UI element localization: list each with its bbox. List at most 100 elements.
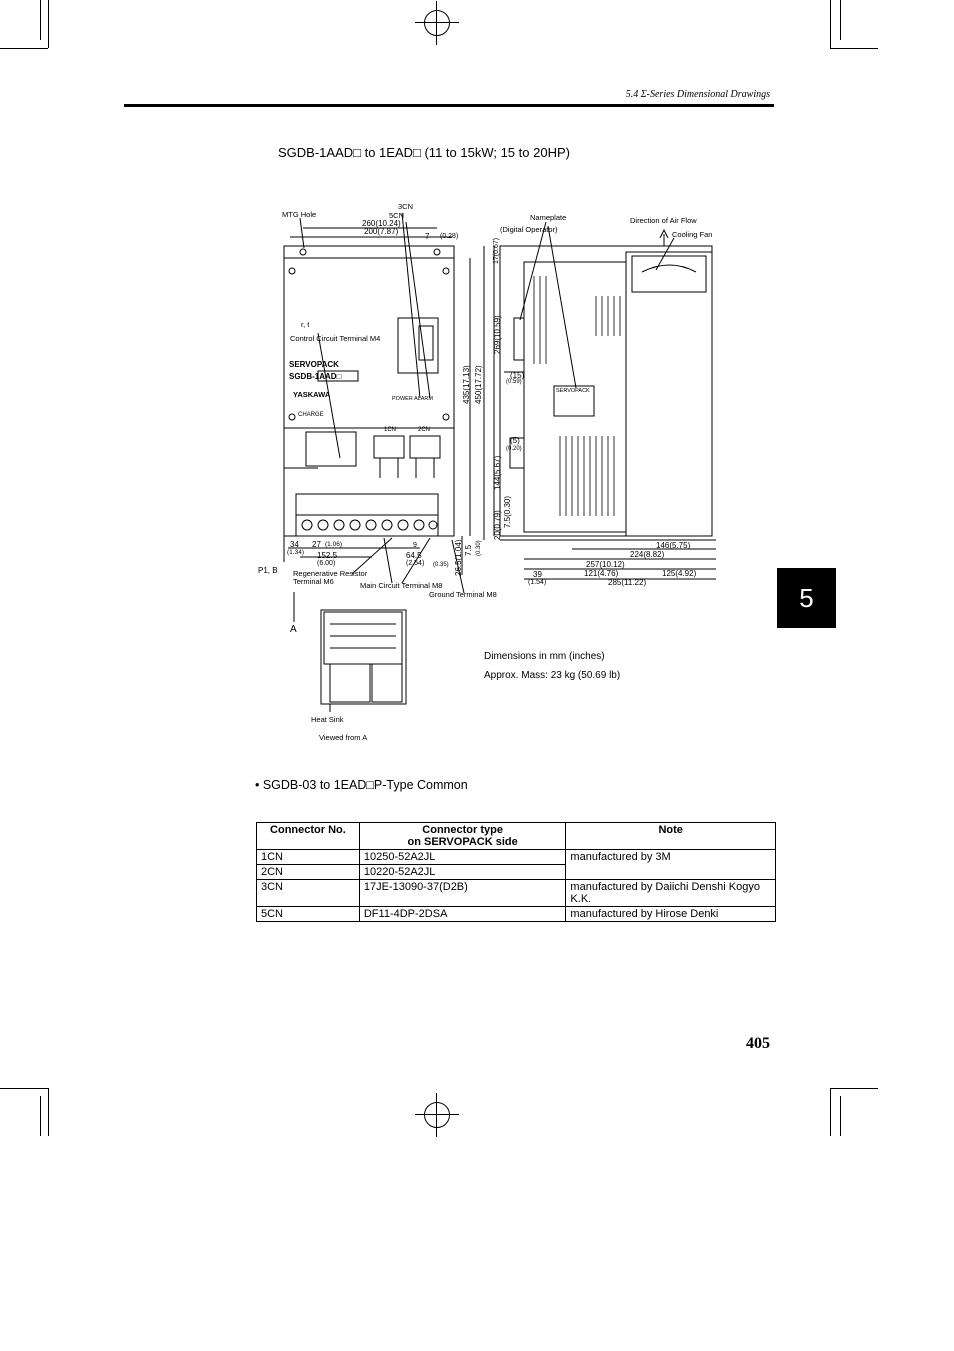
dim-200: 200(7.87) [364, 227, 399, 236]
cell-connector-no: 2CN [256, 864, 360, 880]
info-dimensions-note: Dimensions in mm (inches) [484, 651, 605, 662]
cell-connector-type: 10220-52A2JL [358, 864, 567, 880]
dim-450: 450(17.72) [474, 365, 483, 404]
bullet-heading: • SGDB-03 to 1EAD□P-Type Common [255, 778, 468, 792]
crop-mark [40, 1096, 41, 1136]
cell-connector-no: 1CN [256, 849, 360, 865]
cell-note: manufactured by Hirose Denki [565, 906, 776, 922]
dim-125: 125(4.92) [662, 569, 697, 578]
dim-285: 285(11.22) [608, 578, 647, 587]
label-viewed-from-a: Viewed from A [319, 733, 368, 742]
dim-75b: 7.5 [464, 544, 473, 556]
cell-note: manufactured by 3M [565, 849, 776, 880]
dim-224: 224(8.82) [630, 550, 665, 559]
dim-39: 39 [533, 570, 542, 579]
heatsink-fins [533, 276, 621, 516]
cell-connector-type: 10250-52A2JL [358, 849, 567, 865]
2cn-connector [409, 435, 441, 459]
dim-645: 64.5 [406, 551, 422, 560]
dim-030b: (0.30) [476, 540, 482, 556]
side-bracket [509, 437, 525, 469]
dim-34: 34 [290, 540, 299, 549]
label-power-alarm: POWER ALARM [392, 396, 433, 402]
terminal-screws [301, 519, 438, 531]
dim-146: 146(5.75) [656, 541, 691, 550]
info-mass-note: Approx. Mass: 23 kg (50.69 lb) [484, 670, 621, 681]
view-a-outer [320, 609, 407, 705]
label-regen-terminal: Terminal M6 [293, 577, 334, 586]
col-header-connector-no: Connector No. [256, 822, 360, 850]
control-terminal-block [305, 431, 357, 467]
chapter-tab: 5 [777, 568, 836, 628]
mtg-hole [433, 248, 441, 256]
dim-75: 7.5(0.30) [503, 495, 512, 528]
registration-mark [415, 1, 459, 45]
table-header-row: Connector No. Connector type on SERVOPAC… [256, 822, 776, 850]
crop-mark [840, 0, 841, 40]
label-model: SGDB-1AAD□ [289, 372, 342, 381]
label-ground-terminal: Ground Terminal M8 [429, 590, 497, 599]
dim-144: 144(5.67) [493, 455, 502, 490]
header-section-title: 5.4 Σ-Series Dimensional Drawings [625, 89, 770, 100]
label-digital-operator: (Digital Operator) [500, 225, 558, 234]
side-fan-housing [625, 251, 713, 537]
label-main-circuit: Main Circuit Terminal M8 [360, 581, 443, 590]
crop-mark [830, 0, 831, 48]
table-row: 5CN DF11-4DP-2DSA manufactured by Hirose… [256, 906, 776, 922]
model-box [317, 370, 359, 382]
side-outer [499, 245, 713, 537]
cooling-fan [631, 255, 707, 293]
cell-connector-no: 5CN [256, 906, 360, 922]
label-p1b: P1, B [258, 566, 278, 575]
label-nameplate: Nameplate [530, 213, 567, 222]
cell-connector-no: 3CN [256, 879, 360, 907]
label-heat-sink: Heat Sink [311, 715, 344, 724]
side-heatsink [523, 261, 627, 533]
front-top-band [283, 245, 455, 259]
label-rt: r, t [301, 320, 310, 329]
label-mtg-hole: MTG Hole [282, 210, 317, 219]
table-row: 1CN 10250-52A2JL manufactured by 3M [256, 849, 776, 880]
cell-connector-type: DF11-4DP-2DSA [358, 906, 567, 922]
screw [442, 413, 450, 421]
screw [442, 267, 450, 275]
dim-059: (0.59) [506, 379, 522, 385]
label-regen-resistor: Regenerative Resistor [293, 569, 368, 578]
crop-mark [830, 48, 878, 49]
dim-435: 435(17.13) [462, 365, 471, 404]
label-view-a: A [290, 624, 297, 635]
dim-27: 27 [312, 540, 321, 549]
cell-connector-type: 17JE-13090-37(D2B) [358, 879, 567, 907]
dim-265: 26.5(1.04) [454, 539, 463, 576]
crop-mark [40, 0, 41, 40]
registration-mark [415, 1093, 459, 1137]
dim-134: (1.34) [287, 549, 304, 556]
label-1cn: 1CN [384, 427, 397, 433]
dim-17: 17(0.67) [493, 237, 500, 264]
screw [288, 267, 296, 275]
label-servopack: SERVOPACK [289, 360, 339, 369]
crop-mark [48, 1088, 49, 1136]
crop-mark [0, 48, 48, 49]
cell-note: manufactured by Daiichi Denshi Kogyo K.K… [565, 879, 776, 907]
screw [288, 413, 296, 421]
dim-15: (15) [510, 371, 525, 380]
dim-035: (0.35) [433, 562, 449, 568]
dim-257: 257(10.12) [586, 560, 625, 569]
dim-106: (1.06) [325, 541, 342, 548]
dim-254: (2.54) [406, 560, 425, 567]
drawing-title: SGDB-1AAD□ to 1EAD□ (11 to 15kW; 15 to 2… [278, 145, 570, 160]
label-yaskawa: YASKAWA [293, 390, 331, 399]
nameplate [553, 385, 595, 417]
page-number: 405 [746, 1035, 770, 1052]
dim-020: (0.20) [506, 446, 522, 452]
dim-121: 121(4.76) [584, 569, 619, 578]
label-charge: CHARGE [298, 412, 324, 418]
table-row: 3CN 17JE-13090-37(D2B) manufactured by D… [256, 879, 776, 907]
crop-mark [830, 1088, 831, 1136]
dim-028: (0.28) [440, 233, 459, 240]
label-air-flow: Direction of Air Flow [630, 216, 697, 225]
crop-mark [0, 1088, 48, 1089]
label-5cn: 5CN [389, 211, 405, 220]
3cn-connector [418, 325, 434, 361]
